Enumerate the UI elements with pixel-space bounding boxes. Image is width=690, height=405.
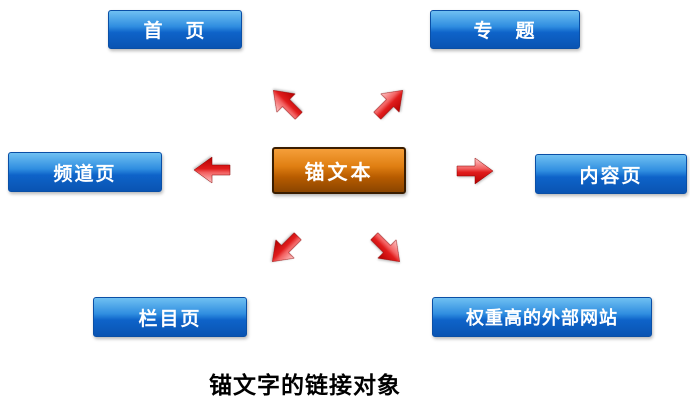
node-home-page: 首 页	[108, 10, 242, 49]
node-external-sites: 权重高的外部网站	[432, 297, 652, 337]
arrow-right-icon	[455, 156, 495, 186]
node-content-page-label: 内容页	[579, 164, 643, 187]
arrow-down-left-icon	[260, 224, 309, 273]
node-anchor-text-center: 锚文本	[272, 147, 406, 194]
node-column-page: 栏目页	[93, 297, 247, 337]
node-column-page-label: 栏目页	[138, 307, 202, 330]
arrow-up-right-icon	[365, 78, 414, 127]
node-channel-page-label: 频道页	[53, 162, 117, 185]
node-external-sites-label: 权重高的外部网站	[466, 308, 618, 329]
arrow-down-right-icon	[362, 224, 411, 273]
node-home-page-label: 首 页	[143, 20, 207, 42]
node-content-page: 内容页	[535, 154, 687, 194]
node-anchor-text-label: 锚文本	[304, 160, 374, 184]
diagram-caption: 锚文字的链接对象	[209, 373, 401, 399]
arrow-up-left-icon	[261, 78, 310, 127]
node-special-topic: 专 题	[430, 10, 580, 49]
arrow-left-icon	[192, 155, 232, 185]
node-special-topic-label: 专 题	[473, 20, 537, 42]
node-channel-page: 频道页	[8, 152, 162, 192]
